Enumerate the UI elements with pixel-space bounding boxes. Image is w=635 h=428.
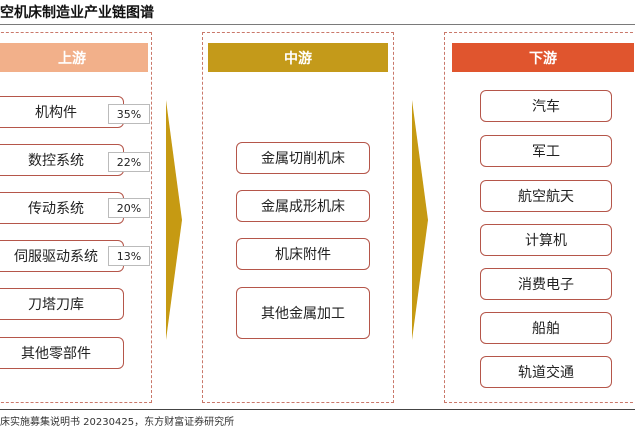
upstream-panel xyxy=(0,32,152,403)
upstream-share: 35% xyxy=(108,104,150,124)
downstream-header: 下游 xyxy=(452,43,634,72)
upstream-share: 22% xyxy=(108,152,150,172)
title-divider xyxy=(0,24,635,25)
footer-divider xyxy=(0,409,635,410)
midstream-item: 金属成形机床 xyxy=(236,190,370,222)
page-title: 空机床制造业产业链图谱 xyxy=(0,5,154,21)
midstream-item: 其他金属加工 xyxy=(236,287,370,339)
midstream-header: 中游 xyxy=(208,43,388,72)
flow-arrow-icon xyxy=(166,100,182,340)
midstream-item: 机床附件 xyxy=(236,238,370,270)
downstream-item: 轨道交通 xyxy=(480,356,612,388)
upstream-item: 传动系统 xyxy=(0,192,124,224)
upstream-header: 上游 xyxy=(0,43,148,72)
source-note: 床实施募集说明书 20230425，东方财富证券研究所 xyxy=(0,417,235,428)
downstream-panel xyxy=(444,32,635,403)
upstream-item: 机构件 xyxy=(0,96,124,128)
upstream-share: 20% xyxy=(108,198,150,218)
upstream-share: 13% xyxy=(108,246,150,266)
upstream-item: 刀塔刀库 xyxy=(0,288,124,320)
downstream-item: 船舶 xyxy=(480,312,612,344)
downstream-item: 计算机 xyxy=(480,224,612,256)
midstream-panel xyxy=(202,32,394,403)
downstream-item: 军工 xyxy=(480,135,612,167)
flow-arrow-icon xyxy=(412,100,428,340)
upstream-item: 其他零部件 xyxy=(0,337,124,369)
upstream-item: 伺服驱动系统 xyxy=(0,240,124,272)
midstream-item: 金属切削机床 xyxy=(236,142,370,174)
upstream-item: 数控系统 xyxy=(0,144,124,176)
downstream-item: 消费电子 xyxy=(480,268,612,300)
downstream-item: 航空航天 xyxy=(480,180,612,212)
downstream-item: 汽车 xyxy=(480,90,612,122)
